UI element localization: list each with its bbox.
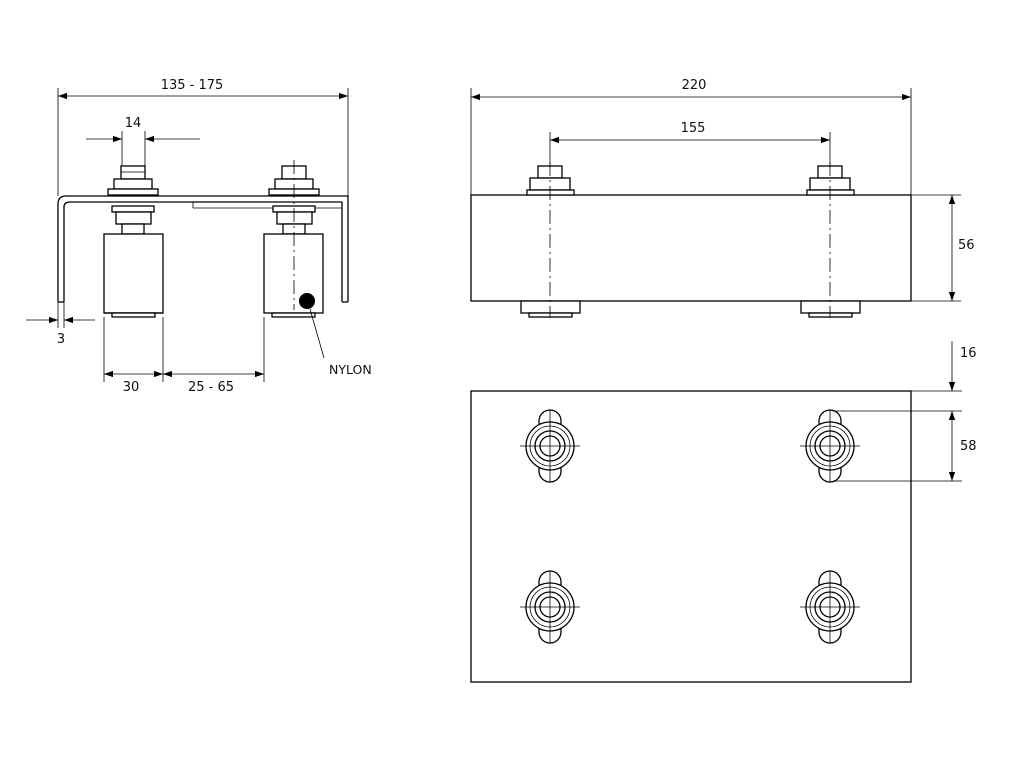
bolt-hole-2: [800, 409, 860, 483]
dim-bolt-spacing: 155: [681, 121, 706, 136]
dim-stud: 14: [125, 116, 142, 131]
dim-wheel: 30: [123, 380, 140, 395]
nylon-leader: [309, 308, 325, 359]
dim-slot: 58: [960, 439, 977, 454]
dim-length: 220: [682, 78, 707, 93]
dim-plate: 3: [57, 332, 65, 347]
nylon-insert-marker: [299, 293, 315, 309]
left-roller: [103, 165, 164, 318]
bracket-outline: [57, 195, 349, 302]
nylon-note: NYLON: [329, 362, 372, 377]
top-plate: [470, 390, 912, 683]
right-roller: [263, 160, 324, 318]
front-view: NYLON 135 - 175 14 3 30 25 - 65: [26, 78, 372, 395]
bolt-hole-3: [520, 570, 580, 644]
bolt-hole-4: [800, 570, 860, 644]
bracket-inner: [63, 201, 343, 302]
top-view: 16 58: [470, 341, 977, 683]
dim-rail-gap: 25 - 65: [188, 380, 234, 395]
side-view: 220 155 56: [470, 78, 975, 318]
side-plate: [470, 194, 912, 302]
dim-edge: 16: [960, 346, 977, 361]
dim-height: 56: [958, 238, 975, 253]
dim-overall-width: 135 - 175: [161, 78, 224, 93]
bolt-hole-1: [520, 409, 580, 483]
